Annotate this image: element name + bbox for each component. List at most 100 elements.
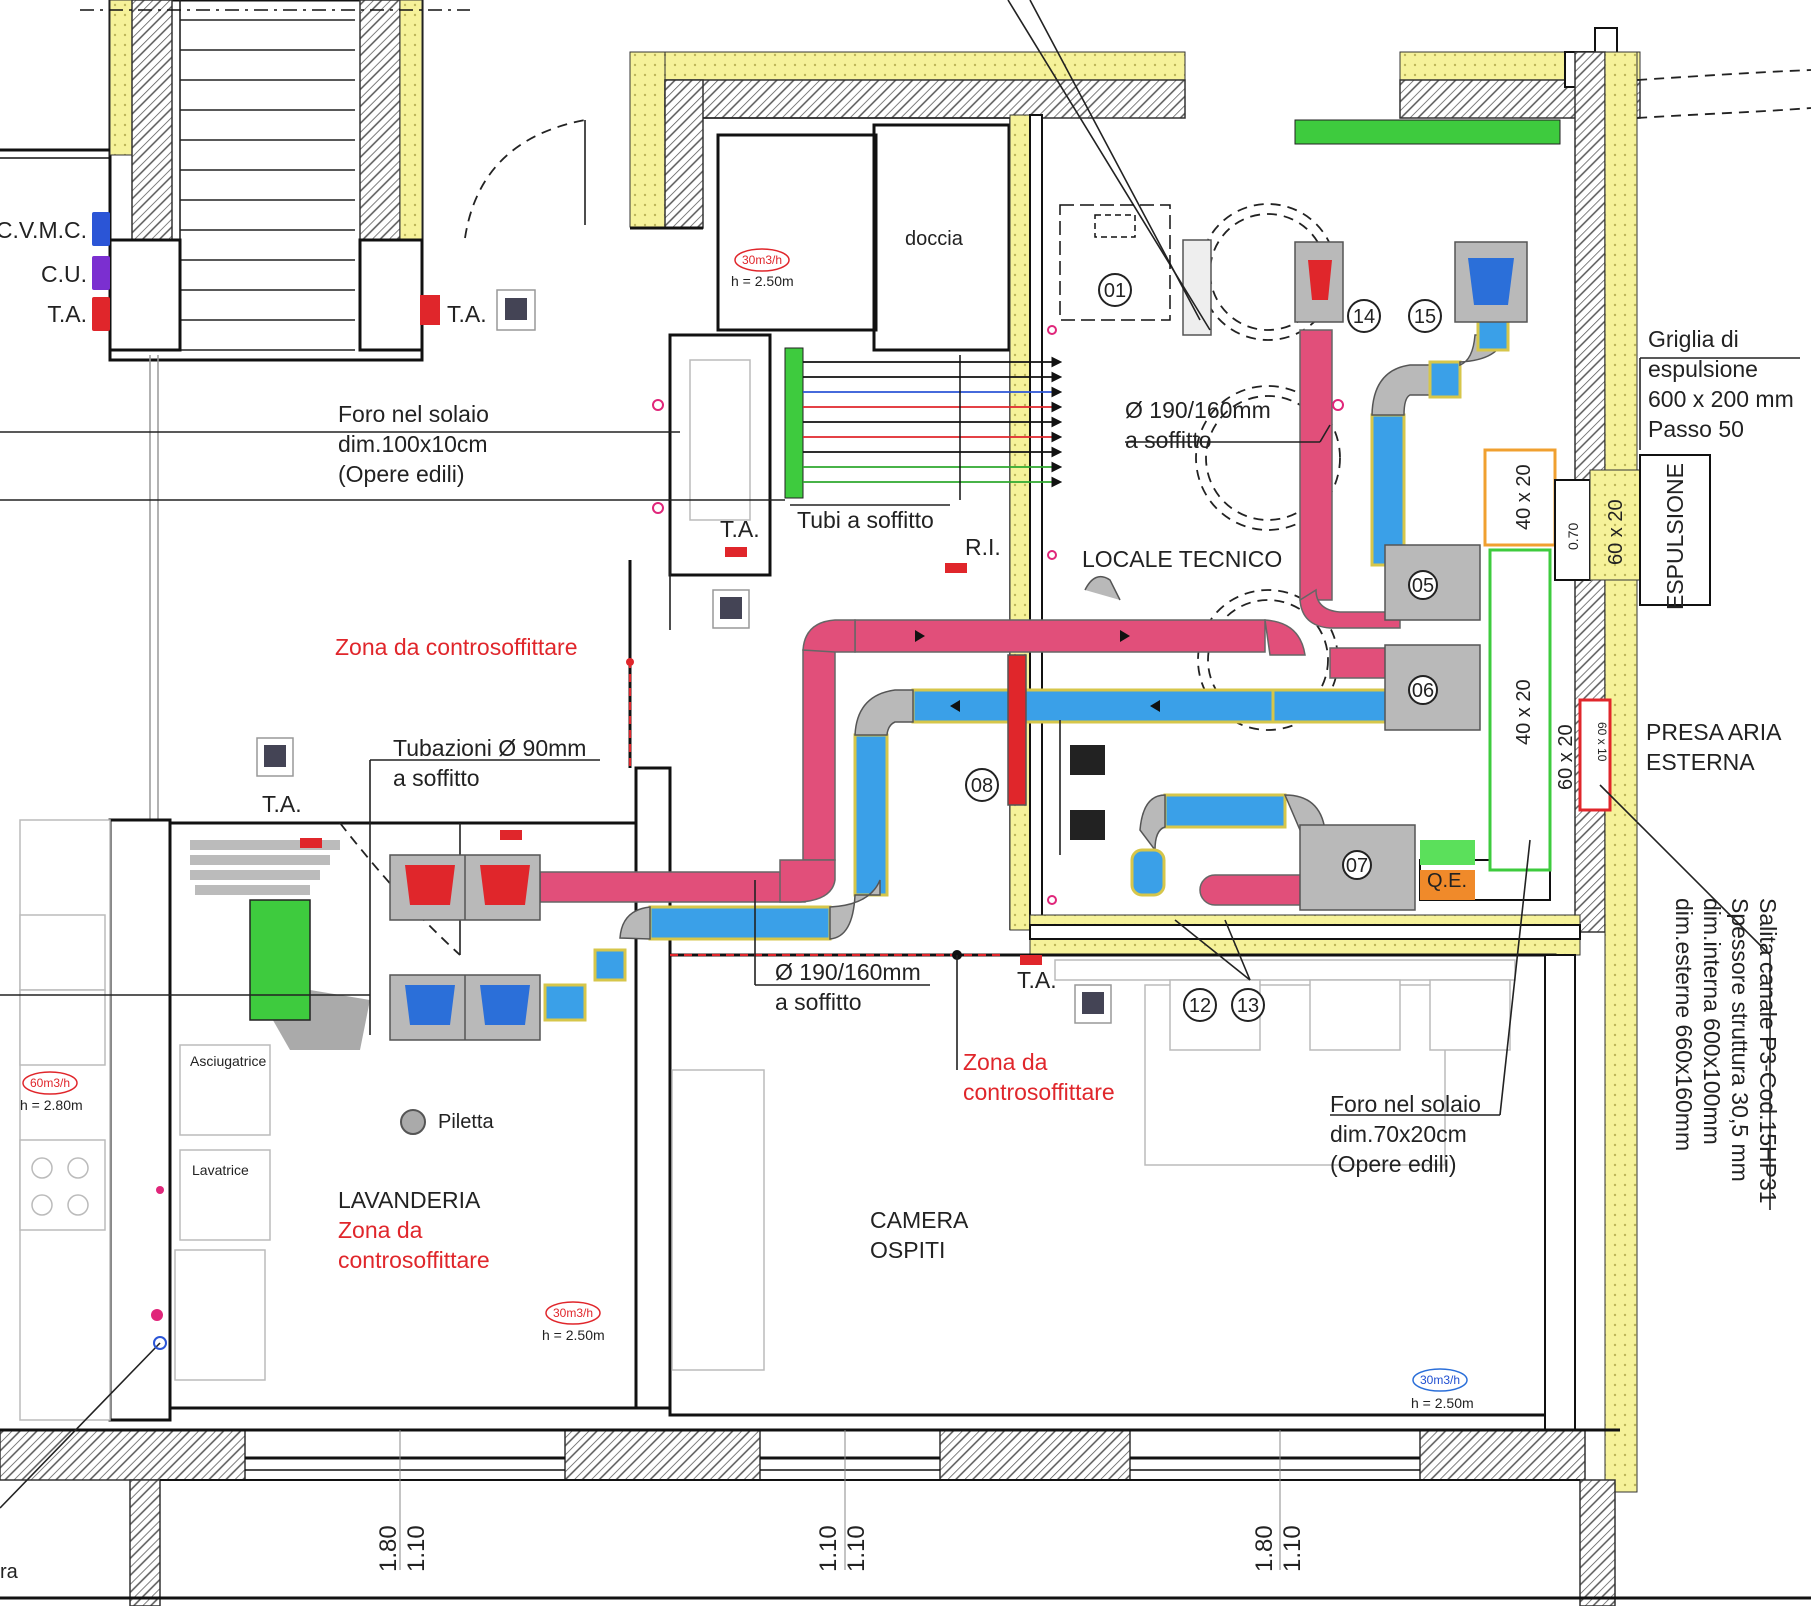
ta-label-stair: T.A. [447, 301, 487, 327]
legend-cvmc-label: C.V.M.C. [0, 217, 87, 243]
thermostat-icons [256, 289, 1112, 1024]
legend-cu-swatch [92, 256, 110, 290]
equipment-numbers: 01 14 15 05 06 07 08 12 13 [965, 273, 1442, 1022]
window3-dim-b: 1.10 [1279, 1525, 1306, 1572]
bath-height: h = 2.50m [731, 273, 794, 289]
equip-14: 14 [1353, 306, 1375, 328]
equip-06: 06 [1412, 680, 1434, 702]
lavanderia-zona-line1: Zona da [338, 1217, 423, 1243]
griglia-line3: 600 x 200 mm [1648, 386, 1794, 412]
zona-controsoffittare-1: Zona da controsoffittare [335, 634, 578, 660]
supply-ducts [539, 329, 1401, 906]
window1-dim-a: 1.80 [375, 1525, 402, 1572]
duct-dim-60x20-top: 60 x 20 [1605, 499, 1627, 565]
griglia-line4: Passo 50 [1648, 416, 1744, 442]
foro2-line2: dim.70x20cm [1330, 1121, 1467, 1147]
window2-dim-b: 1.10 [843, 1525, 870, 1572]
equip-05: 05 [1412, 575, 1434, 597]
bath-flow: 30m3/h [742, 253, 782, 267]
red-markers [300, 295, 1042, 965]
external-ducts [1483, 448, 1711, 872]
diam-top-line1: Ø 190/160mm [1125, 397, 1271, 423]
tubazioni-line2: a soffitto [393, 765, 480, 791]
presa-line2: ESTERNA [1646, 749, 1755, 775]
qe-label: Q.E. [1427, 870, 1467, 892]
foro2-line1: Foro nel solaio [1330, 1091, 1481, 1117]
salita-line4: dim.esterne 660x160mm [1671, 898, 1697, 1151]
legend-cvmc-swatch [92, 212, 110, 246]
salita-line3: dim.interna 600x100mm [1699, 898, 1725, 1145]
duct-arrows [915, 630, 1160, 712]
asciugatrice-label: Asciugatrice [190, 1053, 266, 1069]
presa-line1: PRESA ARIA [1646, 719, 1782, 745]
piletta-icon [400, 1109, 426, 1135]
leader-lines [0, 0, 1800, 1509]
laundry-left-height: h = 2.80m [20, 1097, 83, 1113]
tubi-soffitto-label: Tubi a soffitto [797, 507, 934, 533]
duct-dim-60x10: 60 x 10 [1595, 722, 1609, 762]
legend-cu-label: C.U. [41, 261, 87, 287]
piletta-label: Piletta [438, 1111, 494, 1133]
bath-flow-badge [734, 248, 790, 272]
equip-07: 07 [1346, 855, 1368, 877]
room-height: h = 2.50m [1411, 1395, 1474, 1411]
laundry-height: h = 2.50m [542, 1327, 605, 1343]
legend-ta-swatch [92, 297, 110, 331]
lavatrice-label: Lavatrice [192, 1162, 249, 1178]
salita-line2: Spessore struttura 30,5 mm [1727, 898, 1753, 1182]
window3-dim-a: 1.80 [1251, 1525, 1278, 1572]
duct-dim-40x20-mid: 40 x 20 [1513, 679, 1535, 745]
room-flow-badge [1412, 1368, 1468, 1392]
foro1-line2: dim.100x10cm [338, 431, 488, 457]
window2-dim-a: 1.10 [815, 1525, 842, 1572]
window-axes [399, 1430, 1281, 1570]
equip-01: 01 [1104, 280, 1126, 302]
duct-dim-070: 0.70 [1565, 523, 1581, 550]
plant-room-items [1059, 204, 1171, 855]
duct-dim-40x20-top: 40 x 20 [1513, 464, 1535, 530]
locale-tecnico-label: LOCALE TECNICO [1082, 546, 1282, 572]
extract-ducts [543, 318, 1510, 1022]
ta-label-laundry: T.A. [262, 791, 302, 817]
salita-line1: Salita canale P3-Cod.15HP31 [1755, 898, 1781, 1204]
partial-ra-label: ra [0, 1561, 19, 1583]
foro1-line1: Foro nel solaio [338, 401, 489, 427]
laundry-left-flow-badge [22, 1071, 78, 1095]
camera-line2: OSPITI [870, 1237, 945, 1263]
diam-bottom-line2: a soffitto [775, 989, 862, 1015]
foro1-line3: (Opere edili) [338, 461, 465, 487]
equip-08: 08 [971, 775, 993, 797]
bath-pipes [803, 355, 1063, 500]
camera-line1: CAMERA [870, 1207, 969, 1233]
laundry-left-flow: 60m3/h [30, 1076, 70, 1090]
lavanderia-zona-line2: controsoffittare [338, 1247, 490, 1273]
pink-dots [151, 325, 1344, 1350]
tubazioni-line1: Tubazioni Ø 90mm [393, 735, 586, 761]
equip-15: 15 [1414, 306, 1436, 328]
doccia-label: doccia [905, 228, 964, 250]
furniture [19, 359, 1516, 1421]
espulsione-label: ESPULSIONE [1662, 463, 1688, 610]
ta-label-guest: T.A. [1017, 967, 1057, 993]
ri-label: R.I. [965, 534, 1001, 560]
foro2-line3: (Opere edili) [1330, 1151, 1457, 1177]
diam-top-line2: a soffitto [1125, 427, 1212, 453]
griglia-line2: espulsione [1648, 356, 1758, 382]
lavanderia-label: LAVANDERIA [338, 1187, 481, 1213]
griglia-line1: Griglia di [1648, 326, 1739, 352]
equip-12: 12 [1189, 995, 1211, 1017]
ta-label-bath: T.A. [720, 516, 760, 542]
duct-dim-60x20-mid: 60 x 20 [1555, 724, 1577, 790]
diam-bottom-line1: Ø 190/160mm [775, 959, 921, 985]
stair-treads [179, 0, 355, 351]
room-flow: 30m3/h [1420, 1373, 1460, 1387]
equip-13: 13 [1237, 995, 1259, 1017]
laundry-flow: 30m3/h [553, 1306, 593, 1320]
laundry-flow-badge [545, 1301, 601, 1325]
zona-controsoffittare-2-line2: controsoffittare [963, 1079, 1115, 1105]
legend-ta-label: T.A. [47, 301, 87, 327]
zona-controsoffittare-2-line1: Zona da [963, 1049, 1048, 1075]
